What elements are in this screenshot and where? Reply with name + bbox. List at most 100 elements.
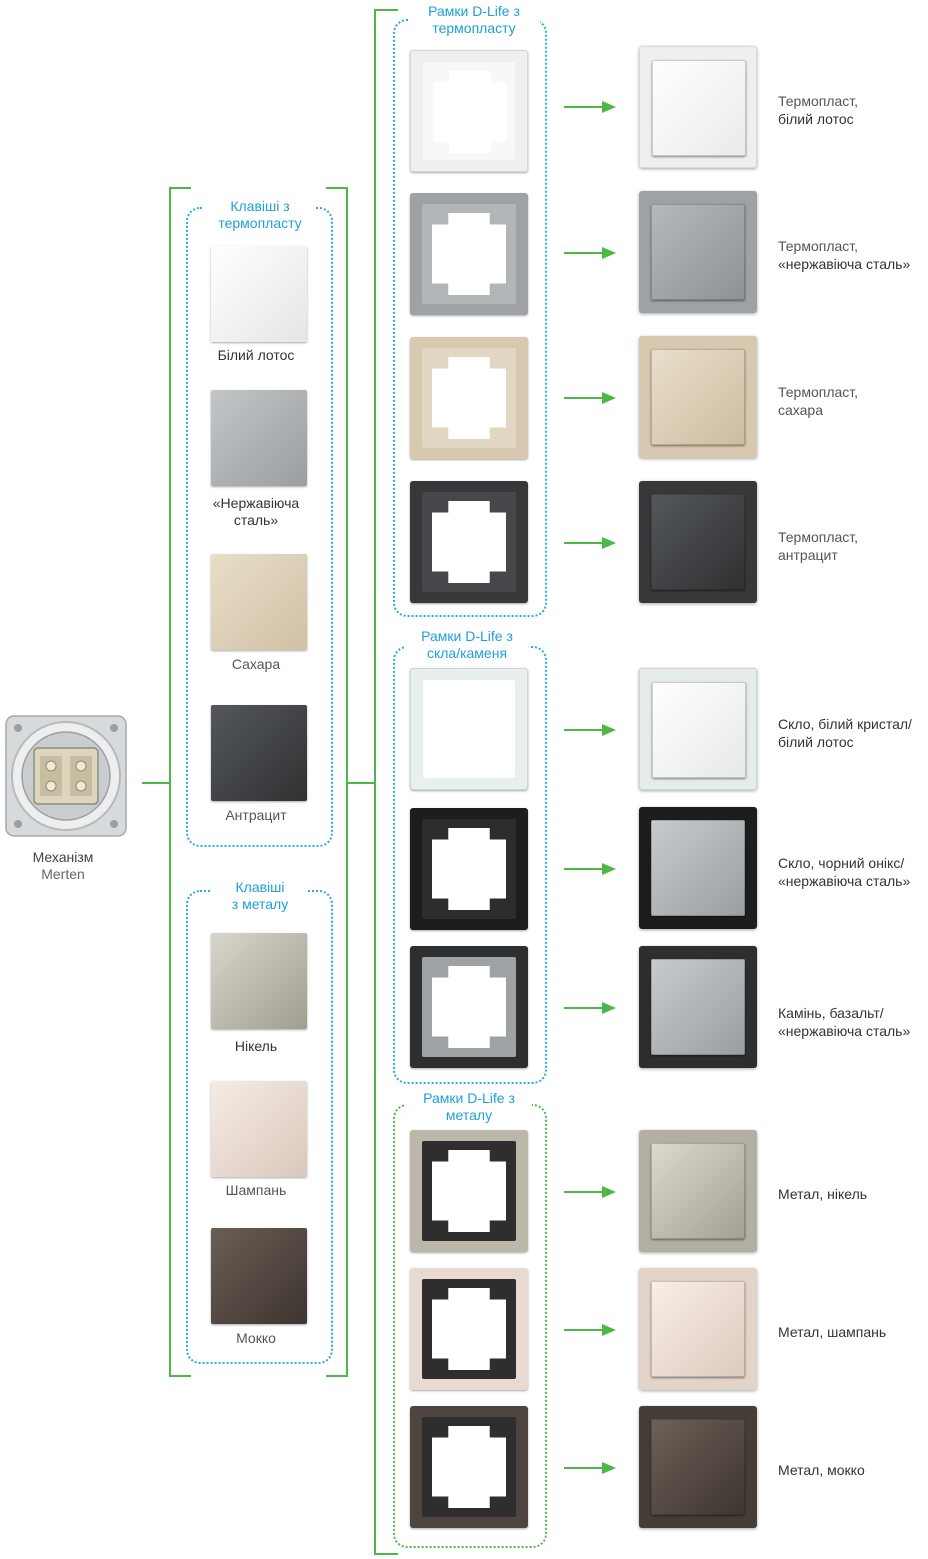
label-glass-white-line2: білий лотос: [778, 734, 854, 750]
label-glass-white-line1: Скло, білий кристал/: [778, 716, 912, 732]
label-thermo-white-line2: білий лотос: [778, 111, 854, 127]
frames-metal-title-line2: металу: [445, 1107, 493, 1123]
key-label-champagne-line1: Шампань: [225, 1182, 287, 1198]
frames-glass-title: Рамки D-Life з скла/каменя: [404, 628, 530, 662]
keys-bracket-right-top: [326, 187, 348, 189]
frame-thermo-stainless: [410, 193, 528, 315]
label-thermo-anthracite: Термопласт, антрацит: [778, 528, 858, 564]
label-metal-nickel-line1: Метал, нікель: [778, 1186, 868, 1202]
connector-mechanism-to-keys: [142, 782, 170, 784]
arrow-row-8: [564, 1185, 616, 1199]
frames-bracket-bottom: [374, 1553, 398, 1555]
label-stone-basalt-line2: «нержавіюча сталь»: [778, 1023, 911, 1039]
arrow-row-7: [564, 1001, 616, 1015]
label-thermo-stainless-line1: Термопласт,: [778, 238, 859, 254]
label-stone-basalt-line1: Камінь, базальт/: [778, 1005, 884, 1021]
frames-thermoplastic-title-line2: термопласту: [432, 20, 516, 36]
frames-thermoplastic-title: Рамки D-Life з термопласту: [408, 3, 540, 37]
keys-thermoplastic-title: Клавіші з термопласту: [204, 198, 316, 232]
key-label-white-lotus-line1: Білий лотос: [217, 347, 295, 363]
frame-glass-white: [410, 668, 528, 790]
key-label-mocha-line1: Мокко: [236, 1330, 276, 1346]
frame-stone-basalt: [410, 946, 528, 1068]
label-glass-black-onyx-line1: Скло, чорний онікс/: [778, 855, 905, 871]
keys-metal-title: Клавіші з металу: [212, 879, 308, 913]
key-label-white-lotus: Білий лотос: [186, 347, 326, 364]
label-thermo-anthracite-line2: антрацит: [778, 547, 838, 563]
label-thermo-stainless: Термопласт, «нержавіюча сталь»: [778, 237, 910, 273]
label-thermo-white-line1: Термопласт,: [778, 93, 859, 109]
switch-glass-black-onyx: [639, 807, 757, 929]
label-metal-champagne: Метал, шампань: [778, 1323, 886, 1341]
key-label-anthracite: Антрацит: [186, 807, 326, 824]
key-label-stainless: «Нержавіюча сталь»: [186, 495, 326, 529]
label-thermo-sahara: Термопласт, сахара: [778, 383, 858, 419]
switch-metal-mocha: [639, 1406, 757, 1528]
arrow-row-10: [564, 1461, 616, 1475]
switch-thermo-sahara: [639, 336, 757, 458]
keys-thermoplastic-title-line2: термопласту: [218, 215, 302, 231]
frame-metal-champagne: [410, 1268, 528, 1390]
label-thermo-white: Термопласт, білий лотос: [778, 92, 858, 128]
switch-thermo-anthracite: [639, 481, 757, 603]
frames-bracket-left: [374, 9, 376, 1555]
label-metal-mocha: Метал, мокко: [778, 1461, 865, 1479]
arrow-row-6: [564, 862, 616, 876]
keys-bracket-right-bottom: [326, 1375, 348, 1377]
switch-glass-white: [639, 668, 757, 790]
key-label-champagne: Шампань: [186, 1182, 326, 1199]
label-glass-black-onyx-line2: «нержавіюча сталь»: [778, 873, 911, 889]
frame-thermo-sahara: [410, 337, 528, 459]
key-label-nickel: Нікель: [186, 1038, 326, 1055]
switch-metal-champagne: [639, 1268, 757, 1390]
switch-thermo-white: [639, 46, 757, 168]
mechanism-icon: [5, 715, 127, 837]
frames-metal-title: Рамки D-Life з металу: [406, 1090, 532, 1124]
keys-metal-title-line1: Клавіші: [235, 879, 285, 895]
key-tile-sahara: [211, 554, 307, 650]
key-label-anthracite-line1: Антрацит: [225, 807, 287, 823]
mechanism-image: [4, 714, 128, 838]
label-stone-basalt: Камінь, базальт/ «нержавіюча сталь»: [778, 1004, 910, 1040]
key-label-sahara: Сахара: [186, 656, 326, 673]
switch-thermo-stainless: [639, 191, 757, 313]
keys-bracket-left-bottom: [169, 1375, 191, 1377]
key-label-stainless-line1: «Нержавіюча: [212, 495, 300, 511]
keys-bracket-left: [169, 187, 171, 1377]
frame-metal-nickel: [410, 1130, 528, 1252]
frame-metal-mocha: [410, 1406, 528, 1528]
key-label-stainless-line2: сталь»: [233, 512, 279, 528]
keys-metal-title-line2: з металу: [231, 896, 289, 912]
arrow-row-2: [564, 246, 616, 260]
arrow-row-4: [564, 536, 616, 550]
label-glass-black-onyx: Скло, чорний онікс/ «нержавіюча сталь»: [778, 854, 910, 890]
key-label-sahara-line1: Сахара: [231, 656, 281, 672]
keys-bracket-left-top: [169, 187, 191, 189]
connector-keys-to-frames: [347, 782, 375, 784]
switch-metal-nickel: [639, 1130, 757, 1252]
frames-glass-title-line1: Рамки D-Life з: [421, 628, 513, 644]
key-tile-white-lotus: [211, 246, 307, 342]
frames-glass-title-line2: скла/каменя: [426, 645, 508, 661]
label-glass-white: Скло, білий кристал/ білий лотос: [778, 715, 912, 751]
frame-thermo-anthracite: [410, 481, 528, 603]
key-tile-mocha: [211, 1228, 307, 1324]
switch-stone-basalt: [639, 946, 757, 1068]
arrow-row-5: [564, 723, 616, 737]
label-thermo-sahara-line2: сахара: [778, 402, 823, 418]
arrow-row-9: [564, 1323, 616, 1337]
arrow-row-1: [564, 100, 616, 114]
arrow-row-3: [564, 391, 616, 405]
key-tile-stainless: [211, 390, 307, 486]
label-thermo-anthracite-line1: Термопласт,: [778, 529, 859, 545]
key-tile-anthracite: [211, 705, 307, 801]
frames-metal-title-line1: Рамки D-Life з: [423, 1090, 515, 1106]
mechanism-label: Механізм Merten: [0, 849, 126, 883]
key-label-mocha: Мокко: [186, 1330, 326, 1347]
key-tile-nickel: [211, 933, 307, 1029]
keys-thermoplastic-title-line1: Клавіші з: [230, 198, 290, 214]
key-label-nickel-line1: Нікель: [234, 1038, 278, 1054]
label-metal-mocha-line1: Метал, мокко: [778, 1462, 865, 1478]
label-thermo-sahara-line1: Термопласт,: [778, 384, 859, 400]
label-metal-nickel: Метал, нікель: [778, 1185, 867, 1203]
